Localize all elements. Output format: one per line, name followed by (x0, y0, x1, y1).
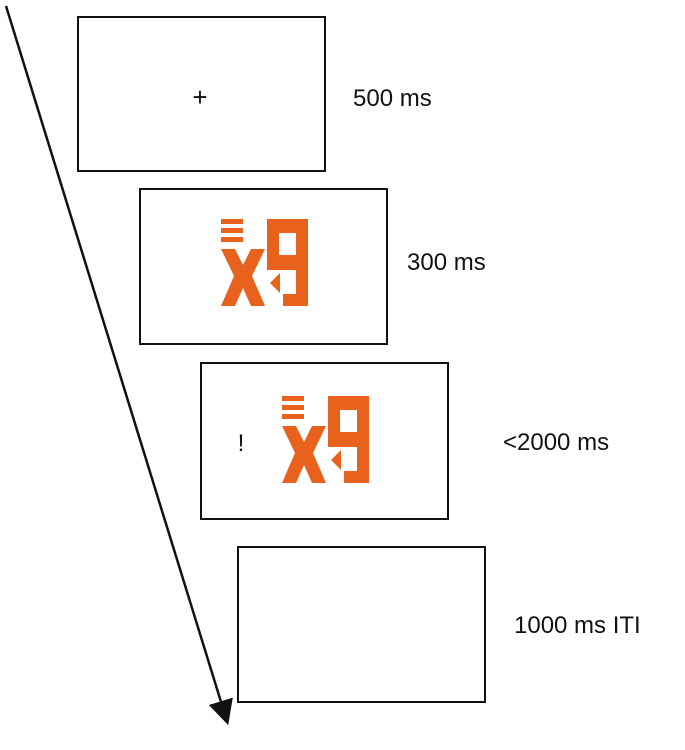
duration-label: 300 ms (407, 249, 486, 276)
fixation-cross: + (192, 82, 208, 112)
iti-screen (237, 546, 486, 703)
duration-label: 1000 ms ITI (514, 612, 641, 639)
fixation-screen (77, 16, 326, 172)
duration-label: <2000 ms (503, 429, 610, 456)
response-screen (200, 362, 449, 520)
orange-compound-stimulus-icon (221, 219, 308, 306)
duration-label: 500 ms (353, 85, 432, 112)
orange-compound-stimulus-icon (282, 396, 369, 483)
response-cue: ! (237, 430, 245, 457)
stimulus-screen (139, 188, 388, 345)
